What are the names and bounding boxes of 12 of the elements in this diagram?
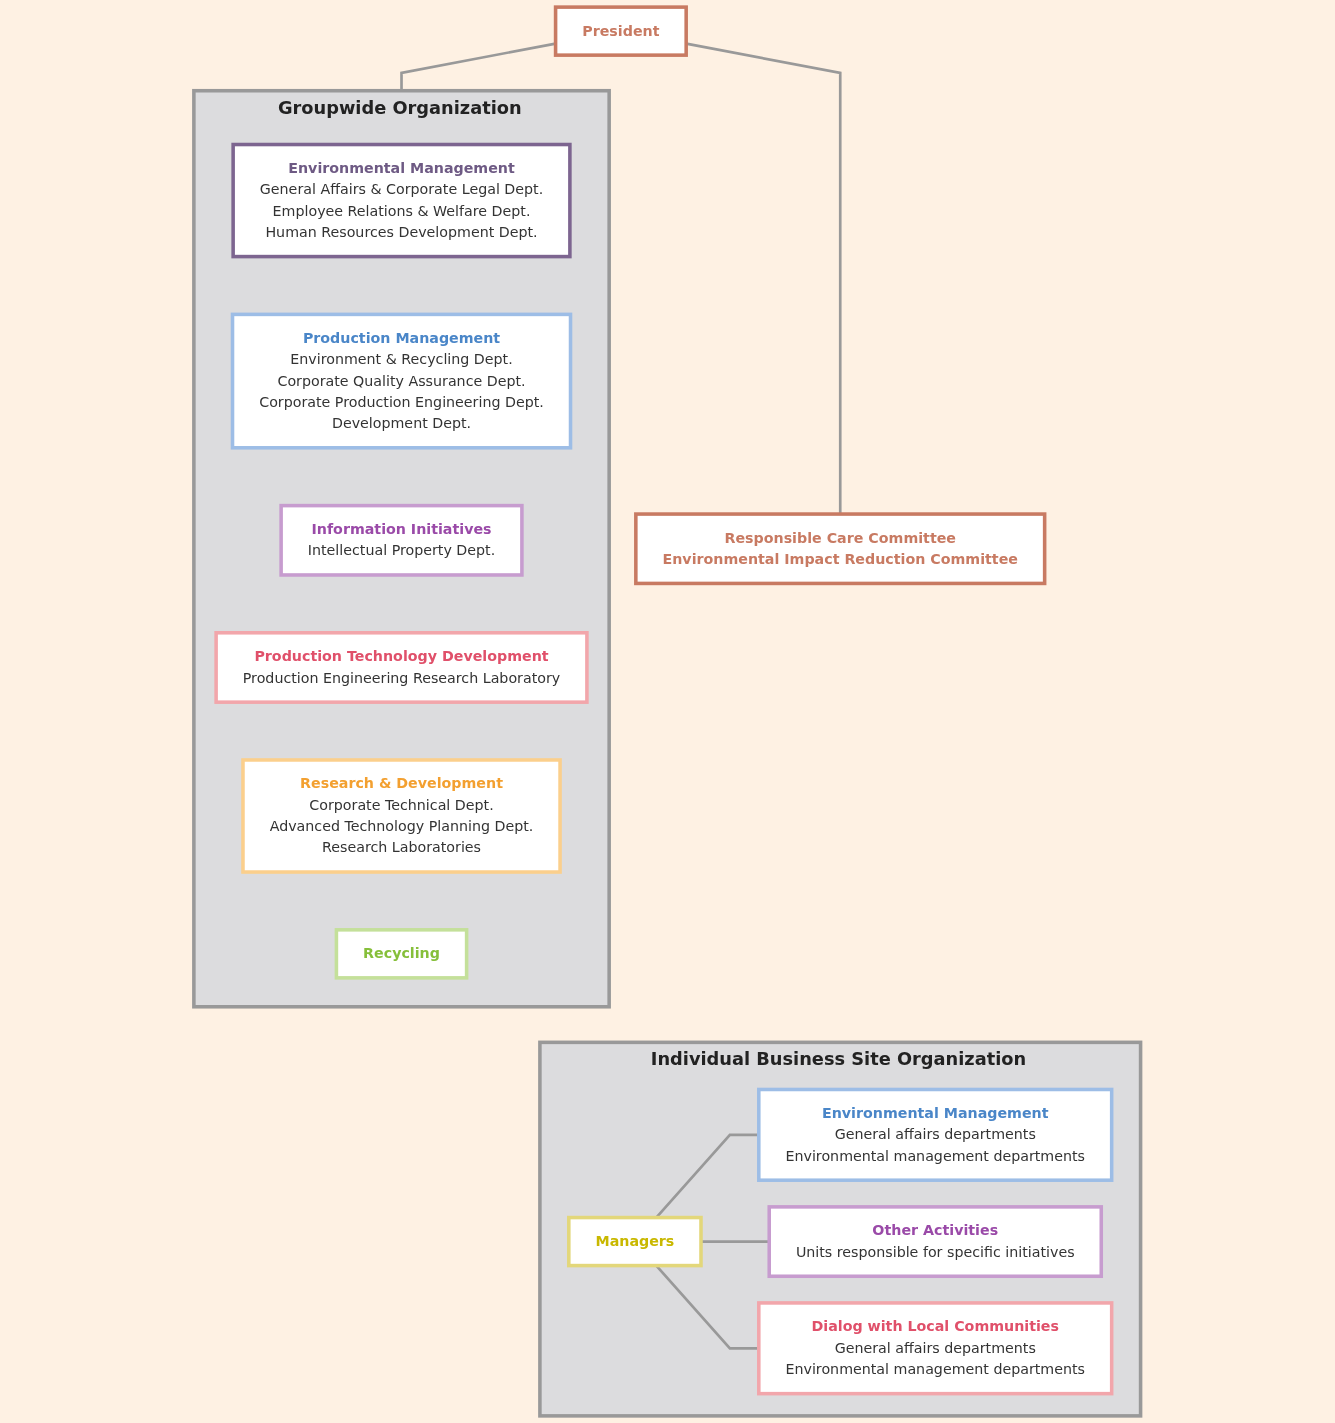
node-box: Dialog with Local Communities General affairs departments Environmental management departments bbox=[757, 1301, 1114, 1396]
node-box: Environmental Management General affairs departments Environmental management departments bbox=[757, 1087, 1114, 1182]
node-box: Production Management Environment & Recycling Dept. Corporate Quality Assurance Dept. Corporate Production Engineering Dept. Development Dept. bbox=[231, 312, 573, 450]
node-box: Research & Development Corporate Technical Dept. Advanced Technology Planning Dept. Research Laboratories bbox=[241, 758, 563, 874]
node-box: Recycling bbox=[334, 928, 469, 980]
node-box: Information Initiatives Intellectual Property Dept. bbox=[279, 503, 524, 577]
node-box: Environmental Management General Affairs & Corporate Legal Dept. Employee Relations & Welfare Dept. Human Resources Development Dept. bbox=[231, 142, 572, 259]
node-box: Other Activities Units responsible for specific initiatives bbox=[767, 1205, 1104, 1279]
node-box: Managers bbox=[567, 1215, 704, 1268]
node-box: President bbox=[554, 5, 689, 57]
node-box: Responsible Care Committee Environmental Impact Reduction Committee bbox=[634, 512, 1047, 586]
node-box: Production Technology Development Production Engineering Research Laboratory bbox=[214, 631, 589, 704]
